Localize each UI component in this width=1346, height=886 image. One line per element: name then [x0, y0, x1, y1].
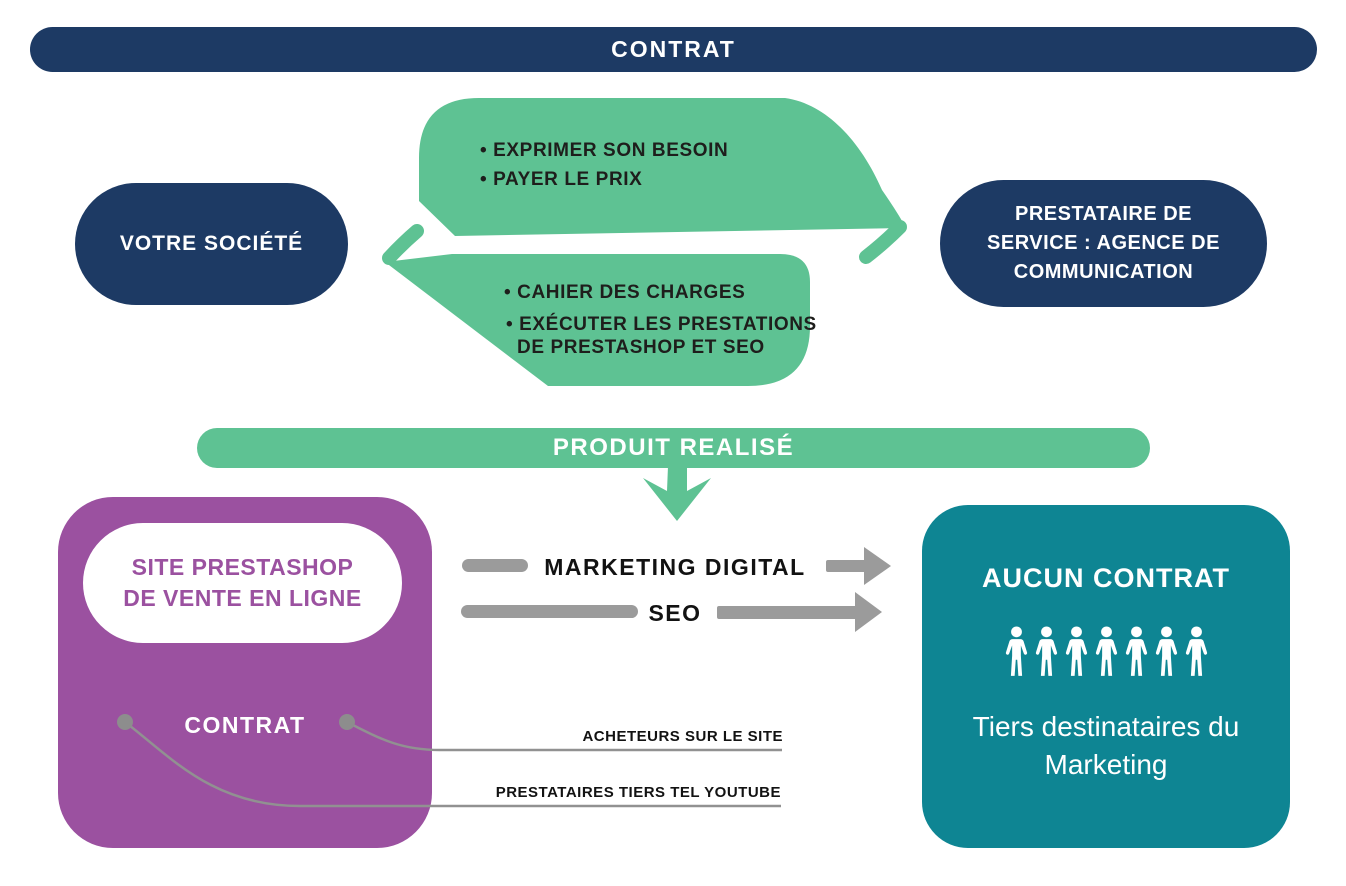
flow-label-marketing: MARKETING DIGITAL: [544, 554, 806, 580]
provider-to-client-arrow: [382, 224, 810, 386]
provider-obligation-1: • CAHIER DES CHARGES: [504, 282, 746, 303]
client-pill-label: VOTRE SOCIÉTÉ: [119, 232, 304, 255]
provider-pill-label: PRESTATAIRE DE SERVICE : AGENCE DE COMMU…: [987, 203, 1220, 283]
person-icon: [1095, 626, 1117, 676]
link-label-third-party: PRESTATAIRES TIERS TEL YOUTUBE: [495, 784, 781, 801]
product-banner-label: PRODUIT REALISÉ: [552, 434, 795, 461]
person-icon: [1035, 626, 1057, 676]
flow-label-seo: SEO: [648, 600, 702, 626]
down-arrow: [643, 466, 711, 521]
site-title: SITE PRESTASHOP DE VENTE EN LIGNE: [123, 553, 362, 611]
provider-pill: PRESTATAIRE DE SERVICE : AGENCE DE COMMU…: [940, 180, 1267, 307]
person-icon: [1155, 626, 1177, 676]
person-icon: [1125, 626, 1147, 676]
contract-banner-label: CONTRAT: [611, 36, 736, 62]
recipients-caption: Tiers destinataires du Marketing: [972, 711, 1240, 780]
provider-obligation-2-cont: DE PRESTASHOP ET SEO: [517, 337, 765, 358]
link-label-buyers: ACHETEURS SUR LE SITE: [582, 728, 783, 745]
client-obligation-1: • EXPRIMER SON BESOIN: [480, 140, 729, 161]
site-contract-label: CONTRAT: [184, 712, 306, 738]
person-icon: [1185, 626, 1207, 676]
client-pill: VOTRE SOCIÉTÉ: [75, 183, 348, 305]
person-icon: [1065, 626, 1087, 676]
provider-obligation-2: • EXÉCUTER LES PRESTATIONS: [506, 314, 817, 335]
contract-banner: CONTRAT: [30, 27, 1317, 72]
client-obligation-2: • PAYER LE PRIX: [480, 169, 643, 190]
person-icon: [1005, 626, 1027, 676]
recipients-box: AUCUN CONTRAT Tiers destinataires du Mar…: [922, 505, 1290, 848]
people-row: [1003, 626, 1210, 678]
recipients-title: AUCUN CONTRAT: [982, 563, 1230, 593]
site-title-pill: SITE PRESTASHOP DE VENTE EN LIGNE: [83, 523, 402, 643]
product-banner: PRODUIT REALISÉ: [197, 428, 1150, 468]
